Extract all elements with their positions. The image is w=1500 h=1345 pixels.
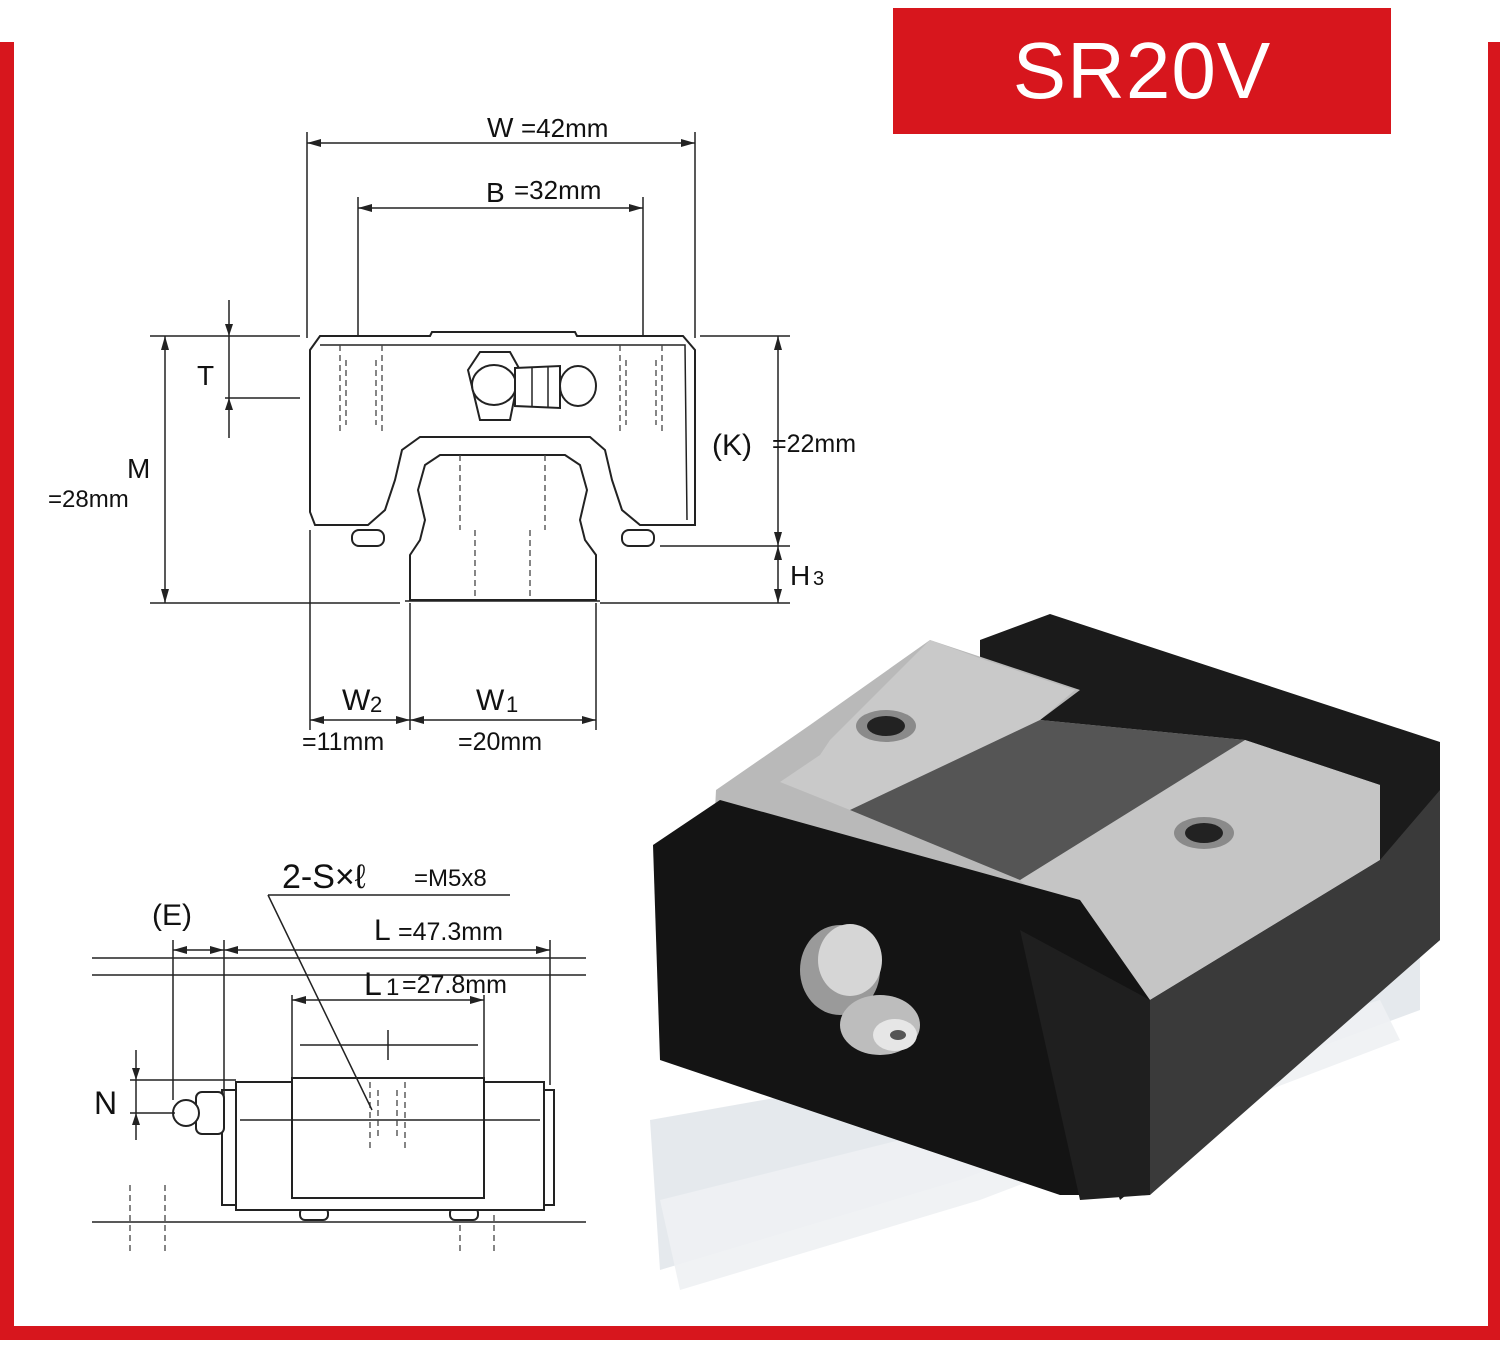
side-view-drawing [92, 894, 586, 1255]
right-red-border [1488, 42, 1500, 1340]
dim-w2-sub: 2 [370, 692, 382, 717]
dim-k-label: (K) [712, 429, 752, 462]
dim-h3-sub: 3 [813, 568, 824, 590]
screw-spec-label: 2-S×ℓ [282, 858, 366, 896]
dim-k-value: =22mm [772, 430, 856, 458]
front-view-drawing [150, 132, 790, 730]
dim-l-value: =47.3mm [398, 918, 503, 946]
dim-w2-value: =11mm [302, 728, 384, 756]
dim-l1-label: L [364, 966, 382, 1002]
dim-w1-label: W [476, 684, 505, 717]
dim-t-label: T [197, 360, 214, 391]
dim-l1-sub: 1 [386, 974, 399, 1001]
dim-m-label: M [127, 453, 150, 484]
linear-block-render [650, 614, 1440, 1290]
dim-w1-sub: 1 [506, 692, 518, 717]
dim-e-label: (E) [152, 899, 192, 932]
dim-w-value: =42mm [521, 113, 608, 143]
dim-l1-value: =27.8mm [402, 971, 507, 999]
dim-b-label: B [486, 177, 505, 208]
dim-w-label: W [487, 112, 514, 143]
dim-b-value: =32mm [514, 175, 601, 205]
bottom-red-border [0, 1326, 1500, 1340]
dim-n-label: N [94, 1085, 117, 1121]
dim-l-label: L [374, 914, 391, 947]
screw-spec-value: =M5x8 [414, 865, 487, 892]
dim-w1-value: =20mm [458, 728, 542, 756]
dim-h3-label: H [790, 560, 810, 591]
left-red-border [0, 42, 14, 1340]
dim-w2-label: W [342, 684, 371, 717]
dim-m-value: =28mm [48, 486, 129, 513]
model-title-banner: SR20V [893, 8, 1391, 134]
model-title: SR20V [1012, 26, 1272, 115]
